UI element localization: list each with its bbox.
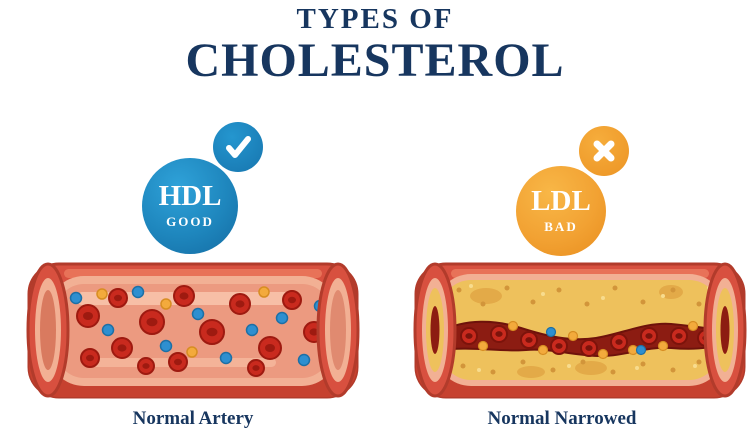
ldl-particles bbox=[96, 286, 270, 358]
hdl-label: GOOD bbox=[166, 214, 214, 229]
caption-normal-artery: Normal Artery bbox=[132, 408, 254, 429]
check-icon bbox=[213, 122, 263, 172]
hdl-badge: HDL GOOD bbox=[142, 158, 238, 254]
ldl-badge: LDL BAD bbox=[516, 166, 606, 256]
ldl-abbr: LDL bbox=[531, 185, 591, 217]
artery-opening-right bbox=[703, 262, 747, 398]
ldl-particles bbox=[477, 320, 699, 360]
plaque bbox=[435, 274, 725, 386]
cross-glyph bbox=[593, 140, 615, 162]
ldl-label: BAD bbox=[544, 219, 578, 234]
normal-artery-illustration bbox=[26, 262, 360, 399]
title-line-2: CHOLESTEROL bbox=[185, 34, 565, 87]
caption-narrowed-artery: Normal Narrowed bbox=[487, 408, 637, 429]
narrowed-artery-illustration bbox=[413, 262, 747, 399]
cross-icon bbox=[579, 126, 629, 176]
plaque-speckles bbox=[456, 285, 702, 375]
hdl-abbr: HDL bbox=[158, 180, 222, 212]
blood-cells bbox=[460, 325, 715, 357]
artery-opening-left bbox=[413, 262, 457, 398]
blood-cells bbox=[76, 285, 325, 377]
hdl-particles bbox=[545, 326, 647, 356]
artery-opening-right bbox=[316, 262, 360, 398]
title-line-1: TYPES OF bbox=[296, 3, 454, 35]
artery-opening-left bbox=[26, 262, 70, 398]
check-glyph bbox=[226, 136, 251, 158]
